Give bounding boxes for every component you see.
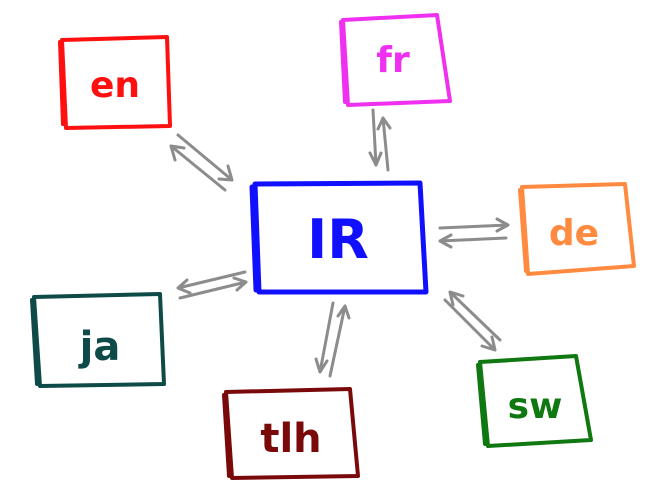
connector-tlh-ir <box>314 301 351 378</box>
node-fr-label: fr <box>376 40 410 81</box>
node-tlh: tlh <box>222 387 360 480</box>
node-en-box <box>58 35 172 130</box>
node-en: en <box>58 35 172 130</box>
node-sw: sw <box>476 354 593 448</box>
connector-ja-ir <box>176 270 248 300</box>
hub-label: IR <box>307 208 369 271</box>
node-fr-box <box>339 13 452 107</box>
hub-node-ir: IR <box>249 180 429 295</box>
connector-en-ir <box>169 133 234 192</box>
node-de: de <box>518 182 636 276</box>
connector-fr-ir <box>368 108 392 172</box>
node-tlh-label: tlh <box>260 416 321 462</box>
node-fr: fr <box>339 13 452 107</box>
node-sw-box <box>476 354 593 448</box>
node-sw-label: sw <box>508 386 563 427</box>
node-en-label: en <box>90 65 140 106</box>
connector-de-ir <box>438 217 510 249</box>
hub-box <box>249 180 429 295</box>
connector-sw-ir <box>443 290 502 352</box>
connectors <box>169 108 510 378</box>
node-ja: ja <box>30 292 166 388</box>
node-ja-label: ja <box>78 324 121 370</box>
node-de-box <box>518 182 636 276</box>
node-ja-box <box>30 292 166 388</box>
node-tlh-box <box>222 387 360 480</box>
node-de-label: de <box>549 213 599 254</box>
